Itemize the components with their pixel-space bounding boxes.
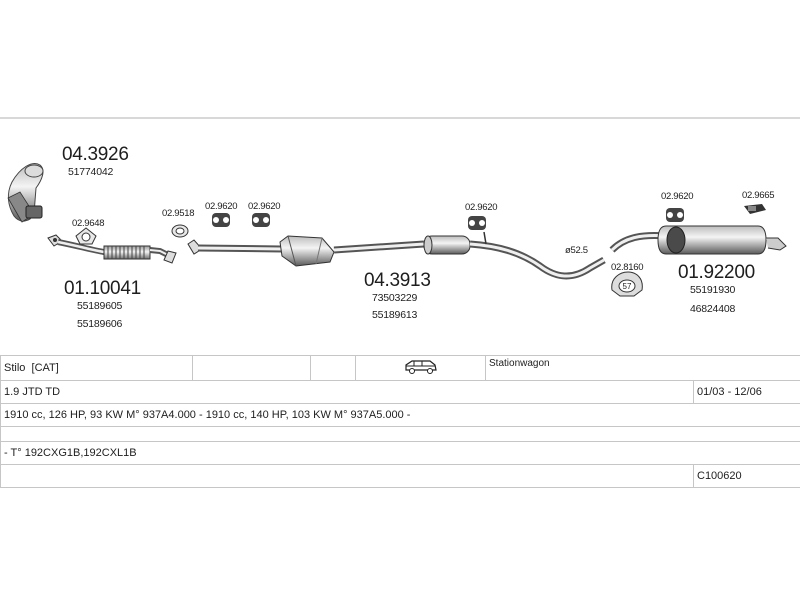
part-ref-55191930: 55191930 [690,284,736,296]
exhaust-system-diagram: 57 04.3926 51774042 01.10041 55189605 55… [7,144,787,330]
part-ref-46824408: 46824408 [690,303,736,315]
table-row: 1910 cc, 126 HP, 93 KW M° 937A4.000 - 19… [0,403,800,427]
hanger-02-9620-d-drawing [666,208,684,222]
vehicle-icon-cell [355,355,486,381]
part-number-02-9620-a[interactable]: 02.9620 [205,201,238,212]
empty-cell [310,355,356,381]
part-ref-55189606: 55189606 [77,318,123,330]
part-number-04-3913[interactable]: 04.3913 [364,270,431,291]
part-number-02-9518[interactable]: 02.9518 [162,208,195,219]
part-04-3913-drawing [187,231,606,280]
engine-details-cell: 1910 cc, 126 HP, 93 KW M° 937A4.000 - 19… [0,403,800,427]
pipe-diameter-label: ø52.5 [565,245,588,256]
part-number-02-9620-b[interactable]: 02.9620 [248,201,281,212]
part-number-02-9620-c[interactable]: 02.9620 [465,202,498,213]
station-wagon-car-icon [404,359,437,374]
years-cell: 01/03 - 12/06 [692,380,800,404]
hanger-02-9620-b-drawing [252,213,270,227]
catalog-code-cell: C100620 [692,464,800,488]
gasket-02-9518-drawing [171,224,189,238]
empty-row-cell [0,426,800,442]
part-number-02-9648[interactable]: 02.9648 [72,218,105,229]
part-01-92200-drawing [609,225,787,255]
hanger-02-9620-a-drawing [212,213,230,227]
exhaust-drawing: 57 [7,163,787,297]
empty-cell [192,355,311,381]
part-ref-73503229: 73503229 [372,292,418,304]
part-number-02-9665[interactable]: 02.9665 [742,190,775,201]
top-rule [0,117,800,119]
table-row [0,426,800,442]
part-number-01-10041[interactable]: 01.10041 [64,278,141,299]
vehicle-spec-table: Stilo [CAT] Stationwagon 1.9 JTD TD 01/0… [0,355,800,488]
part-ref-55189613: 55189613 [372,309,418,321]
engine-cell: 1.9 JTD TD [0,380,694,404]
model-cell: Stilo [CAT] [0,355,193,381]
part-number-02-9620-d[interactable]: 02.9620 [661,191,694,202]
part-number-04-3926[interactable]: 04.3926 [62,144,129,165]
part-number-01-92200[interactable]: 01.92200 [678,262,755,283]
table-row: 1.9 JTD TD 01/03 - 12/06 [0,380,800,404]
part-ref-51774042: 51774042 [68,166,114,178]
body-type-cell: Stationwagon [484,355,800,381]
bracket-02-9665-drawing [744,204,766,214]
part-ref-55189605: 55189605 [77,300,123,312]
part-01-10041-drawing [47,234,177,264]
model-tag: [CAT] [31,362,59,374]
model-name: Stilo [4,362,26,374]
part-04-3926-drawing [7,163,44,223]
clamp-02-8160-drawing: 57 [611,271,643,297]
table-row: Stilo [CAT] Stationwagon [0,355,800,381]
part-number-02-8160[interactable]: 02.8160 [611,262,644,273]
table-row: - T° 192CXG1B,192CXL1B [0,441,800,465]
empty-cell [0,464,694,488]
clamp-size-label: 57 [623,282,632,291]
hanger-02-9620-c-drawing [468,216,486,230]
gasket-02-9648-drawing [75,227,97,245]
type-codes-cell: - T° 192CXG1B,192CXL1B [0,441,800,465]
table-row: C100620 [0,464,800,488]
